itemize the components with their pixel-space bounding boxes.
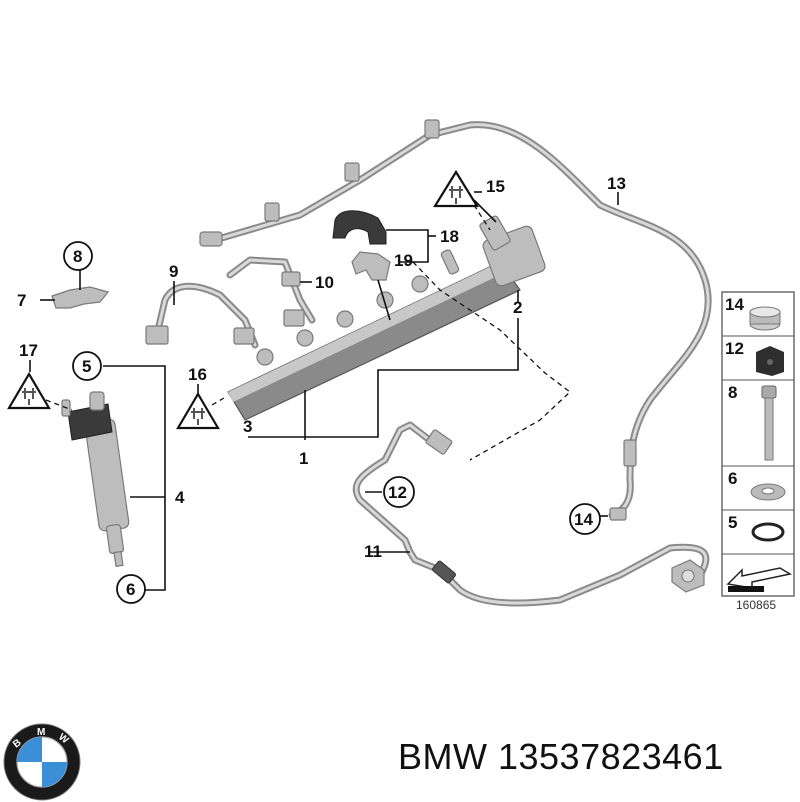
legend-label-5: 5 — [728, 513, 737, 532]
callout-13: 13 — [607, 174, 626, 193]
callout-17: 17 — [19, 341, 38, 360]
callout-6-circle — [116, 574, 146, 604]
callout-4: 4 — [175, 488, 185, 507]
o-ring-icon — [751, 522, 785, 542]
leader-lines — [29, 191, 619, 591]
callout-18: 18 — [440, 227, 459, 246]
callouts: 1 2 3 4 5 6 7 8 9 10 11 12 13 14 15 16 — [7, 169, 626, 604]
callout-19: 19 — [394, 251, 413, 270]
callout-10: 10 — [315, 273, 334, 292]
fuel-rail — [227, 215, 546, 421]
callout-8: 8 — [73, 247, 82, 266]
callout-5-circle — [72, 351, 102, 381]
part-title: BMW 13537823461 — [398, 736, 724, 777]
diagram-code: 160865 — [736, 598, 777, 612]
washer-icon — [750, 483, 786, 501]
injector — [61, 391, 130, 568]
callout-14: 14 — [574, 510, 593, 529]
callout-14-circle — [569, 503, 601, 535]
callout-2: 2 — [513, 298, 522, 317]
callout-5: 5 — [82, 357, 91, 376]
warning-triangle-16 — [176, 391, 220, 430]
legend-label-14: 14 — [725, 295, 744, 314]
callout-16: 16 — [188, 365, 207, 384]
supply-line — [352, 421, 710, 607]
bmw-logo: B M W — [3, 723, 81, 801]
injector-lines — [145, 256, 316, 349]
callout-11: 11 — [364, 542, 382, 561]
hose-clamp-icon — [749, 306, 781, 331]
callout-8-circle — [63, 241, 93, 271]
callout-1: 1 — [299, 449, 308, 468]
callout-12: 12 — [388, 483, 407, 502]
callout-7: 7 — [17, 291, 26, 310]
legend-label-12: 12 — [725, 339, 744, 358]
rubber-grommet-icon — [756, 346, 784, 376]
direction-arrow-icon — [726, 567, 793, 592]
parts-legend: 14 12 8 6 5 — [721, 291, 795, 597]
leak-off-line — [199, 119, 712, 519]
warning-triangle-15 — [433, 169, 479, 208]
callout-3: 3 — [243, 417, 252, 436]
clip-part — [51, 286, 110, 309]
legend-label-8: 8 — [728, 383, 737, 402]
callout-15: 15 — [486, 177, 505, 196]
warning-triangle-17 — [7, 371, 51, 410]
legend-label-6: 6 — [728, 469, 737, 488]
callout-6: 6 — [126, 580, 135, 599]
bracket-parts — [332, 210, 391, 281]
logo-letter-m: M — [37, 727, 45, 738]
callout-9: 9 — [169, 262, 178, 281]
bolt-icon — [761, 385, 777, 461]
callout-12-circle — [383, 476, 415, 508]
